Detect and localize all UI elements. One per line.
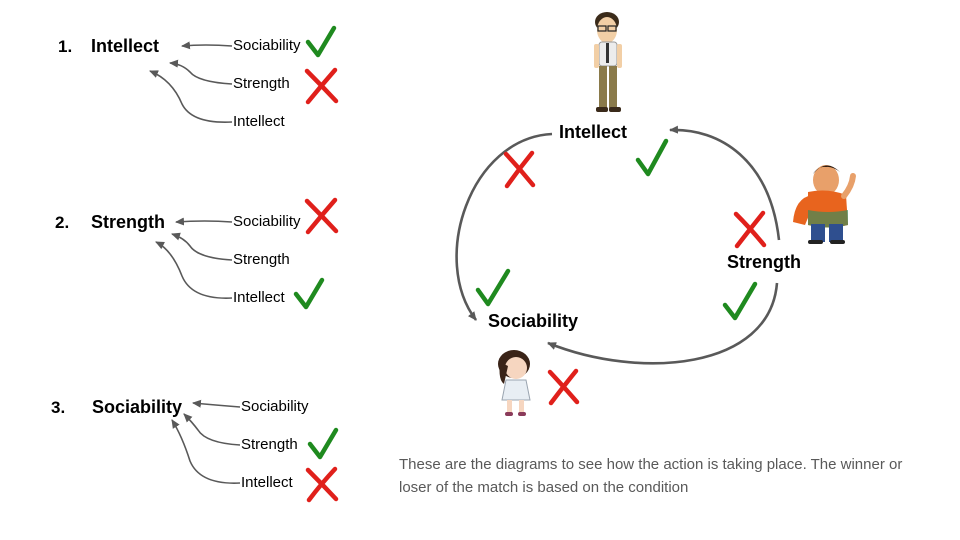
cycle-arrow-intellect-to-sociability	[455, 132, 553, 321]
rule3-arrow-3	[171, 419, 241, 484]
check-icon	[635, 138, 669, 177]
rule3-arrow-2	[183, 413, 241, 446]
cross-icon	[305, 466, 339, 503]
rule-1-item-3: Intellect	[233, 113, 285, 130]
rule2-arrow-2	[171, 232, 233, 261]
rule3-arrow-1	[192, 399, 241, 408]
cycle-arrow-strength-to-intellect	[669, 125, 781, 241]
cross-icon	[733, 210, 767, 249]
cross-icon	[547, 368, 580, 406]
rule-2-item-3: Intellect	[233, 289, 285, 306]
sociability-character-icon	[498, 350, 531, 416]
cycle-label-intellect: Intellect	[559, 122, 628, 142]
cross-icon	[304, 67, 339, 105]
rule-3-number: 3.	[51, 398, 66, 417]
intellect-character-icon	[594, 12, 622, 112]
rule-2-number: 2.	[55, 213, 70, 232]
rule1-arrow-2	[169, 59, 233, 85]
rule-2-item-1: Sociability	[233, 213, 301, 230]
rule-1-title: Intellect	[91, 36, 160, 56]
check-icon	[722, 281, 758, 321]
rule1-arrow-1	[181, 41, 233, 50]
rule2-arrow-1	[175, 217, 233, 226]
rule-1-item-2: Strength	[233, 75, 290, 92]
cycle-label-sociability: Sociability	[488, 311, 579, 331]
rule-3-item-2: Strength	[241, 436, 298, 453]
check-icon	[307, 427, 339, 460]
check-icon	[293, 277, 325, 310]
caption-text: These are the diagrams to see how the ac…	[399, 456, 903, 496]
cycle-arrow-sociability-to-strength	[547, 282, 779, 365]
rule-1-number: 1.	[58, 37, 73, 56]
rule-3-title: Sociability	[92, 397, 183, 417]
cross-icon	[304, 197, 339, 235]
rule-1-item-1: Sociability	[233, 37, 301, 54]
rule-2-item-2: Strength	[233, 251, 290, 268]
cycle-label-strength: Strength	[727, 252, 801, 272]
rule1-arrow-3	[149, 70, 233, 123]
rule-3-item-3: Intellect	[241, 474, 293, 491]
strength-character-icon	[793, 165, 856, 244]
rule-3-item-1: Sociability	[241, 398, 309, 415]
check-icon	[305, 25, 337, 58]
rule-2-title: Strength	[91, 212, 165, 232]
check-icon	[475, 268, 511, 307]
cross-icon	[503, 150, 536, 189]
rule2-arrow-3	[155, 241, 233, 299]
